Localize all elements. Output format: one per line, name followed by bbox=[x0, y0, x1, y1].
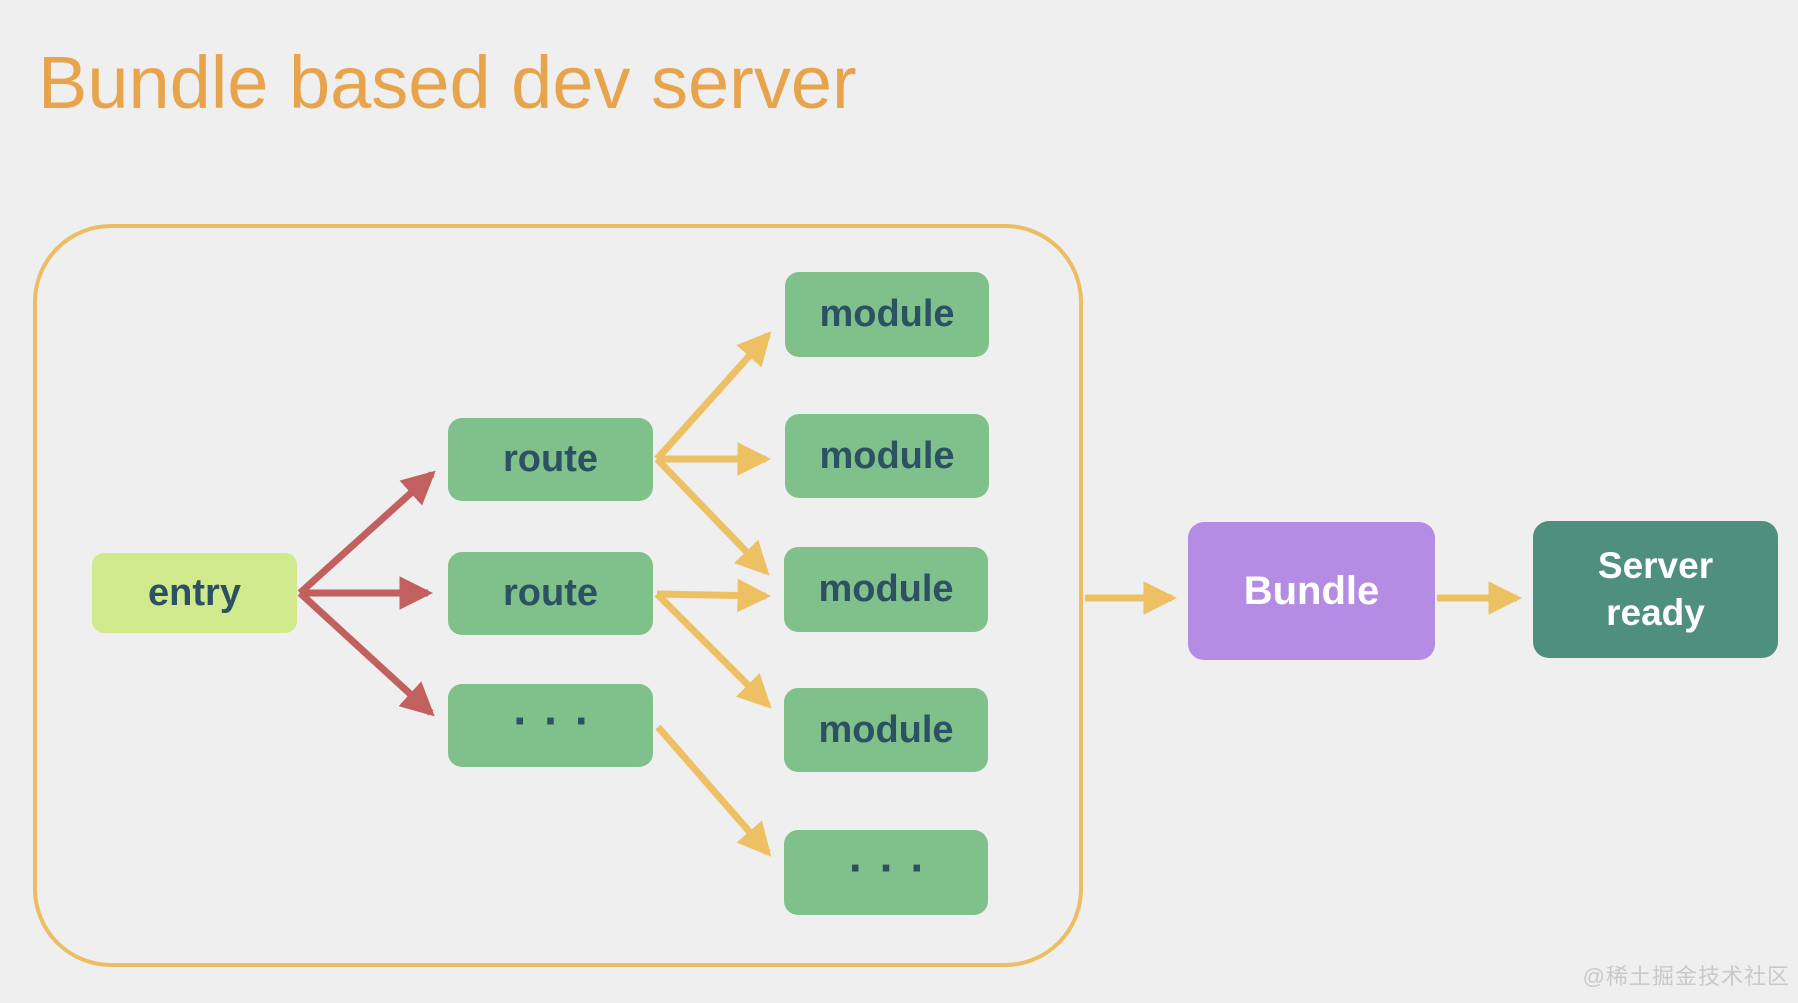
node-bundle: Bundle bbox=[1188, 522, 1435, 660]
node-route-2: route bbox=[448, 552, 653, 635]
node-server-ready-label: Server ready bbox=[1597, 545, 1714, 633]
node-bundle-label: Bundle bbox=[1243, 568, 1380, 613]
node-module-1-label: module bbox=[819, 293, 955, 335]
node-route-1: route bbox=[448, 418, 653, 501]
node-module-2: module bbox=[785, 414, 989, 498]
watermark: @稀土掘金技术社区 bbox=[1582, 964, 1790, 989]
node-route-more-label: ... bbox=[513, 682, 606, 735]
node-entry-label: entry bbox=[148, 571, 241, 614]
node-route-2-label: route bbox=[503, 572, 598, 614]
node-module-more: ... bbox=[784, 829, 988, 915]
node-module-2-label: module bbox=[819, 434, 955, 477]
node-module-3: module bbox=[784, 547, 988, 632]
node-module-4-label: module bbox=[818, 708, 954, 751]
node-module-1: module bbox=[785, 272, 989, 357]
diagram-title: Bundle based dev server bbox=[38, 41, 857, 124]
node-entry: entry bbox=[92, 553, 297, 633]
node-server-ready: Server ready bbox=[1533, 521, 1778, 658]
node-module-4: module bbox=[784, 688, 988, 772]
node-route-1-label: route bbox=[503, 438, 598, 480]
node-module-3-label: module bbox=[818, 568, 954, 610]
node-module-more-label: ... bbox=[848, 829, 942, 882]
dev-server-boundary bbox=[33, 224, 1083, 967]
node-route-more: ... bbox=[448, 682, 653, 767]
